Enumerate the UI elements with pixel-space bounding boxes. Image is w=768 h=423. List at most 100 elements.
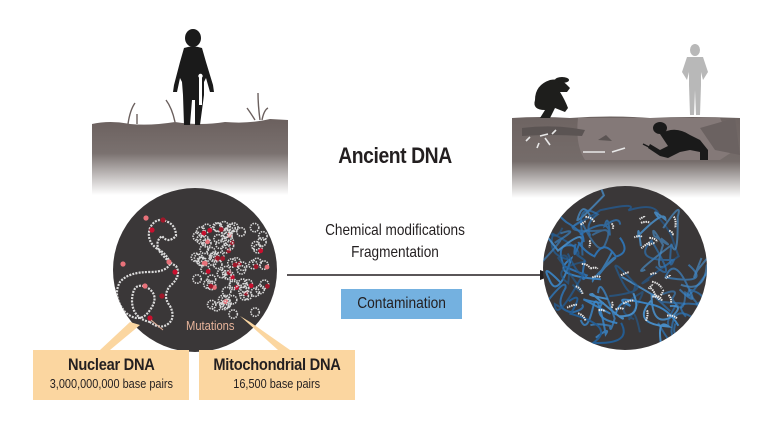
mito-ring	[207, 256, 218, 267]
mito-ring	[193, 253, 204, 264]
dna-fragment	[633, 235, 643, 239]
mito-ring	[195, 234, 206, 245]
contaminant-strand	[543, 186, 564, 237]
mito-ring	[221, 269, 232, 280]
mutation-marker	[215, 255, 220, 261]
mito-ring	[219, 300, 230, 311]
dna-fragment	[668, 229, 675, 237]
contamination-label: Contamination	[357, 295, 446, 312]
dna-fragment	[649, 236, 659, 243]
mito-ring	[226, 223, 237, 234]
mutation-marker	[264, 264, 270, 270]
mitochondrial-dna-label: Mitochondrial DNA 16,500 base pairs	[199, 350, 355, 400]
contaminant-strand	[662, 290, 701, 322]
contaminant-strand	[590, 286, 616, 330]
contaminant-strand	[582, 298, 618, 325]
dna-fragment	[591, 275, 601, 279]
contaminant-strand	[577, 237, 626, 258]
contaminant-strand	[570, 204, 660, 229]
dna-fragment	[588, 239, 592, 248]
nuclear-dna-title: Nuclear DNA	[67, 355, 155, 374]
contaminant-strand	[545, 255, 601, 288]
mutation-marker	[205, 269, 211, 274]
mutation-marker	[220, 256, 226, 261]
process-label-chemical: Chemical modifications	[325, 222, 465, 239]
contaminant-strand	[664, 263, 698, 300]
dna-fragment	[598, 308, 606, 313]
page-title: Ancient DNA	[338, 143, 452, 168]
dna-fragment	[577, 312, 587, 321]
mito-ring	[222, 231, 233, 242]
mito-ring	[242, 290, 253, 301]
contaminant-strand	[609, 264, 639, 298]
mutation-marker	[201, 230, 207, 236]
mito-ring	[201, 238, 212, 249]
contaminant-strand	[640, 208, 680, 272]
contaminant-strand	[571, 219, 610, 250]
dna-fragment	[647, 242, 656, 247]
mutation-marker	[258, 248, 264, 254]
dna-fragment	[640, 241, 651, 249]
dna-fragment	[647, 283, 654, 290]
mutation-marker	[207, 227, 213, 233]
mutation-marker	[264, 283, 270, 289]
nuclear-dna-label: Nuclear DNA 3,000,000,000 base pairs	[33, 350, 189, 400]
mito-ring	[220, 295, 231, 306]
dna-fragment	[575, 285, 584, 295]
dna-fragment	[566, 303, 578, 309]
dna-fragment	[659, 289, 665, 297]
grass-icon	[127, 92, 269, 125]
contaminant-strand	[614, 298, 680, 327]
dna-fragment	[651, 280, 663, 289]
mutation-marker	[253, 264, 259, 270]
contaminant-strand	[589, 292, 638, 320]
kneeling-archaeologist-icon	[642, 122, 708, 160]
mito-ring	[249, 222, 260, 233]
contaminant-strand	[641, 214, 680, 285]
mito-ring	[213, 233, 224, 244]
mito-ring	[255, 284, 266, 295]
mutation-marker	[205, 239, 210, 245]
mito-ring	[239, 290, 250, 301]
dna-fragment	[611, 222, 615, 230]
mutations-leader-line	[150, 319, 164, 331]
mitochondrial-dna-size: 16,500 base pairs	[233, 376, 321, 391]
bone-fragments-icon	[525, 129, 626, 153]
process-arrow	[287, 270, 553, 280]
mutation-marker	[232, 262, 238, 268]
contaminant-strand	[579, 300, 609, 339]
contaminant-strand	[568, 296, 625, 344]
mito-ring	[224, 240, 235, 251]
ancient-dna-fragments	[566, 215, 678, 322]
contaminant-strand	[543, 230, 572, 280]
mito-ring	[228, 309, 239, 320]
mutation-marker	[218, 227, 224, 232]
mito-ring	[221, 286, 232, 297]
dna-fragment	[589, 266, 599, 270]
mutation-markers	[120, 215, 178, 321]
dna-fragment	[620, 271, 630, 277]
intact-dna-circle	[113, 188, 277, 352]
dna-fragment	[610, 301, 614, 309]
dna-fragment	[644, 310, 649, 322]
dna-fragment	[639, 215, 646, 220]
dna-fragment	[585, 215, 596, 223]
mito-ring	[236, 226, 247, 237]
contaminant-strand	[680, 258, 707, 318]
mutation-marker	[208, 283, 214, 289]
mito-ring	[206, 299, 217, 310]
dna-fragment	[672, 216, 677, 229]
contaminant-strand	[652, 229, 673, 269]
ancient-dna-circle	[543, 186, 707, 350]
mito-ring	[215, 239, 226, 250]
mutations-annotation: Mutations	[186, 318, 235, 333]
mito-ring	[192, 231, 203, 242]
mito-ring	[227, 294, 238, 305]
nuclear-callout-wedge	[100, 322, 140, 350]
contaminant-strand	[580, 209, 600, 256]
nuclear-dna-strand	[115, 218, 180, 328]
contaminant-strand	[680, 254, 707, 288]
standing-figure-icon	[682, 44, 708, 115]
dna-fragment	[655, 294, 664, 302]
